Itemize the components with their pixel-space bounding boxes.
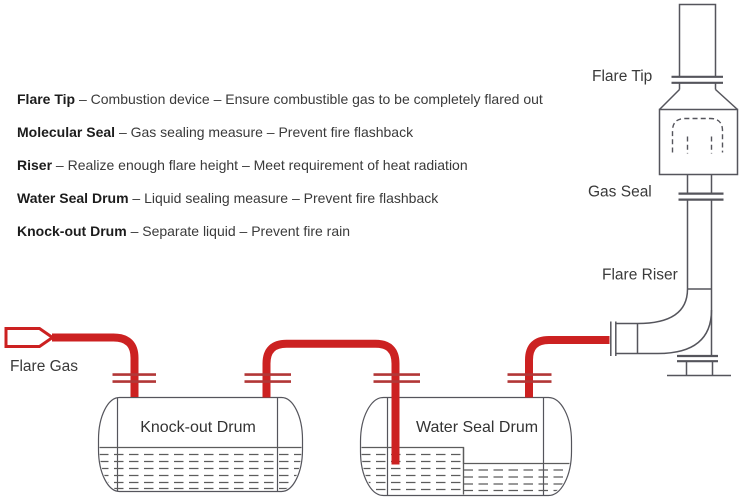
flare-gas-label: Flare Gas: [10, 358, 78, 375]
legend-desc: – Separate liquid – Prevent fire rain: [130, 223, 351, 239]
outlet-pipe: [525, 336, 610, 398]
legend: Flare Tip – Combustion device – Ensure c…: [17, 92, 543, 257]
riser-elbow: [610, 288, 713, 356]
knockout-drum: [97, 396, 304, 493]
flare-gas-pipe: [52, 333, 139, 397]
flare-tip-label: Flare Tip: [592, 68, 652, 85]
water-seal-drum: [359, 396, 573, 497]
riser-base: [667, 354, 731, 377]
legend-desc: – Gas sealing measure – Prevent fire fla…: [118, 124, 414, 140]
flange: [507, 373, 552, 383]
gas-seal-label: Gas Seal: [588, 184, 652, 201]
flange: [671, 75, 723, 84]
flange: [244, 373, 291, 383]
water-seal-drum-shell: [359, 396, 573, 497]
knockout-drum-label: Knock-out Drum: [140, 419, 256, 436]
water-seal-drum-label: Water Seal Drum: [416, 419, 538, 436]
legend-desc: – Realize enough flare height – Meet req…: [55, 157, 468, 173]
knockout-to-waterseal-pipe: [244, 339, 420, 465]
flare-gas-arrow-icon: [4, 327, 56, 348]
flare-gas-inlet: [4, 327, 156, 397]
elbow-inner-arc: [637, 288, 689, 325]
legend-desc: – Combustion device – Ensure combustible…: [78, 91, 543, 107]
legend-term: Water Seal Drum: [17, 190, 129, 206]
interconnect-pipe: [262, 339, 400, 465]
flange: [112, 373, 156, 383]
legend-term: Knock-out Drum: [17, 223, 127, 239]
legend-term: Flare Tip: [17, 91, 76, 107]
flange: [677, 354, 718, 363]
flange: [678, 192, 724, 201]
legend-term: Molecular Seal: [17, 124, 116, 140]
seal-transition-cone: [659, 89, 738, 110]
cone-line: [658, 88, 681, 111]
waterseal-to-riser-pipe: [507, 336, 610, 398]
flange: [610, 321, 617, 356]
knockout-drum-shell: [97, 396, 304, 493]
legend-desc: – Liquid sealing measure – Prevent fire …: [132, 190, 439, 206]
legend-item: Knock-out Drum – Separate liquid – Preve…: [17, 224, 543, 238]
flange: [373, 373, 420, 383]
legend-item: Water Seal Drum – Liquid sealing measure…: [17, 191, 543, 205]
water-seal-drum-liquid: [361, 446, 571, 495]
legend-term: Riser: [17, 157, 53, 173]
elbow-outer-arc: [657, 309, 713, 355]
knockout-drum-liquid: [99, 446, 302, 490]
legend-item: Riser – Realize enough flare height – Me…: [17, 158, 543, 172]
flare-riser-label: Flare Riser: [602, 267, 678, 284]
gas-seal-body: [658, 108, 739, 176]
flare-stack: [610, 3, 739, 377]
gas-seal-internal-baffle: [671, 117, 724, 154]
legend-item: Molecular Seal – Gas sealing measure – P…: [17, 125, 543, 139]
legend-item: Flare Tip – Combustion device – Ensure c…: [17, 92, 543, 106]
cone-line: [714, 88, 739, 111]
flare-tip-pipe: [678, 3, 717, 77]
